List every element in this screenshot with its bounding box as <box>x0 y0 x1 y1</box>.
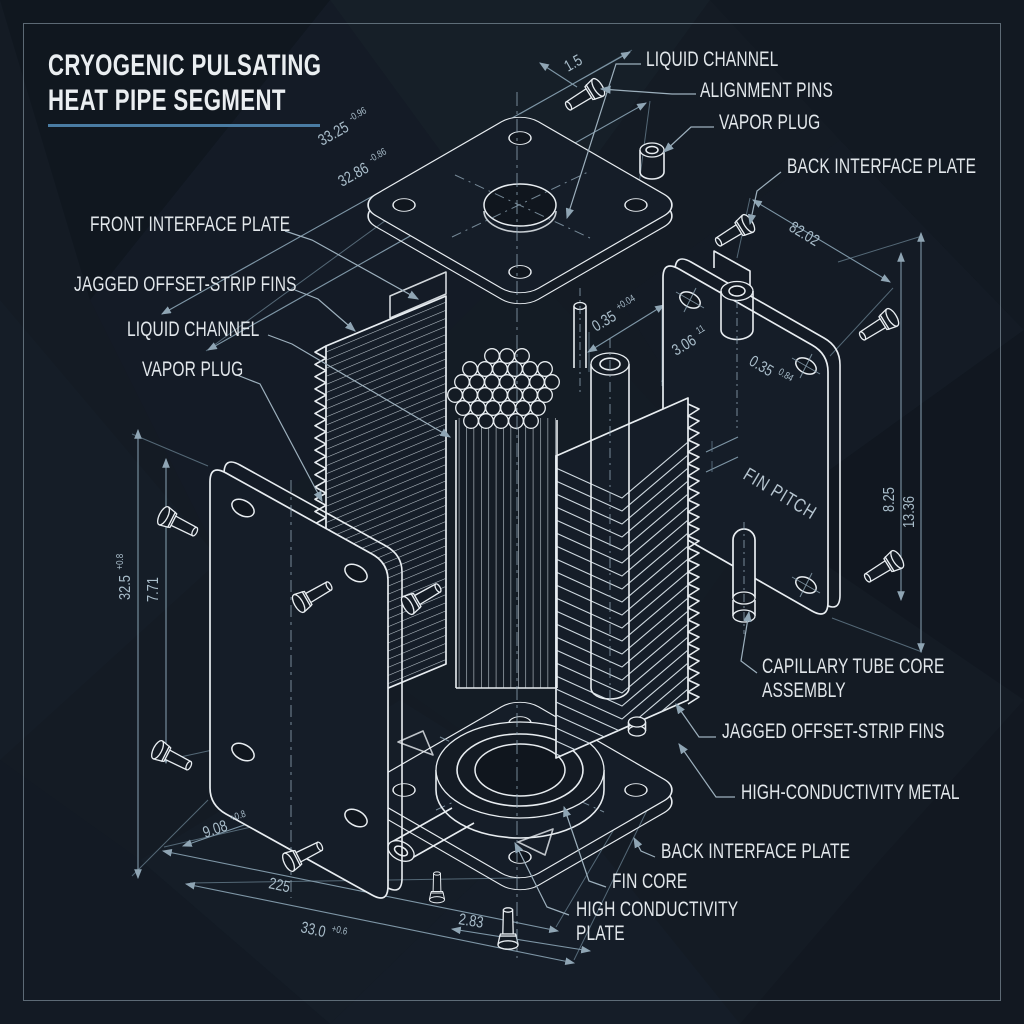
dim-base-offset-tol: +0.8 <box>229 808 248 824</box>
label-back-interface-plate-top: BACK INTERFACE PLATE <box>787 155 977 178</box>
label-jagged-fins-right: JAGGED OFFSET-STRIP FINS <box>722 720 945 743</box>
fastener-bolts <box>148 75 907 950</box>
title-line-2: HEAT PIPE SEGMENT <box>48 84 286 118</box>
label-alignment-pins: ALIGNMENT PINS <box>700 79 834 102</box>
border-frame <box>23 23 1001 1001</box>
dim-front-plate-inner: 7.71 <box>145 577 163 602</box>
dim-base-offset: 9.08 <box>201 817 230 842</box>
dim-base-width: 225 <box>267 875 292 897</box>
dim-base-width-outer: 33.0 <box>299 919 327 941</box>
label-back-interface-plate-bottom: BACK INTERFACE PLATE <box>661 840 851 863</box>
bolt-icon <box>560 75 608 117</box>
label-jagged-fins-left: JAGGED OFFSET-STRIP FINS <box>74 273 297 296</box>
front-interface-plate-top <box>367 116 673 305</box>
label-fin-core: FIN CORE <box>612 870 688 893</box>
dim-channel-gap-left: 0.35 <box>589 308 619 336</box>
dim-plate-height-outer: 13.36 <box>901 496 919 528</box>
label-hcp-line-1: HIGH CONDUCTIVITY <box>576 898 739 921</box>
label-vapor-plug-top: VAPOR PLUG <box>719 111 821 134</box>
label-high-conductivity-metal: HIGH-CONDUCTIVITY METAL <box>741 781 960 804</box>
dim-plate-width-inner: 32.86 <box>335 160 372 191</box>
dim-back-plate-diagonal: 82.02 <box>786 219 823 251</box>
bolt-icon <box>710 211 758 253</box>
bolt-icon <box>854 305 902 347</box>
dim-plate-width-outer-tol: -0.96 <box>347 105 368 124</box>
label-capillary-line-2: ASSEMBLY <box>762 678 846 702</box>
label-capillary-line-1: CAPILLARY TUBE CORE <box>762 655 945 678</box>
front-interface-plate <box>209 461 403 899</box>
dim-pin-offset: 1.5 <box>561 52 585 76</box>
dim-plate-width-outer: 33.25 <box>315 119 352 150</box>
label-front-interface-plate: FRONT INTERFACE PLATE <box>90 213 291 236</box>
label-hcp-line-2: PLATE <box>576 921 625 945</box>
dim-plate-height-inner: 8.25 <box>881 487 899 512</box>
label-liquid-channel-top: LIQUID CHANNEL <box>646 48 779 71</box>
nut-icon <box>627 716 647 737</box>
bolt-icon <box>429 871 445 904</box>
bolt-icon <box>497 907 519 950</box>
page-title: CRYOGENIC PULSATING HEAT PIPE SEGMENT <box>48 48 321 119</box>
label-vapor-plug-left: VAPOR PLUG <box>142 358 244 381</box>
back-interface-plate <box>662 250 841 634</box>
bolt-icon <box>154 504 202 543</box>
dim-channel-gap-left-tol: +0.04 <box>614 292 637 312</box>
bolt-icon <box>148 738 196 777</box>
dim-base-thickness: 2.83 <box>457 911 484 932</box>
dim-front-plate-height-tol: +0.8 <box>114 554 125 570</box>
dim-plate-width-inner-tol: -0.86 <box>367 146 388 165</box>
leader-lines <box>236 63 782 916</box>
bolt-icon <box>859 547 907 589</box>
capillary-tube-bundle <box>447 348 560 689</box>
title-line-1: CRYOGENIC PULSATING <box>48 49 322 82</box>
label-capillary-tube-core-assembly: CAPILLARY TUBE CORE ASSEMBLY <box>762 655 944 702</box>
label-high-conductivity-plate: HIGH CONDUCTIVITY PLATE <box>576 898 738 945</box>
title-underline <box>48 124 320 127</box>
jagged-fin-stack-right <box>555 397 700 759</box>
vapor-plug-icon <box>639 142 665 180</box>
center-tube <box>590 338 630 700</box>
dim-front-plate-height: 32.5 <box>117 575 135 600</box>
dim-base-width-outer-tol: +0.6 <box>331 923 349 937</box>
alignment-pin-rod <box>573 288 587 392</box>
label-liquid-channel-left: LIQUID CHANNEL <box>127 318 260 341</box>
